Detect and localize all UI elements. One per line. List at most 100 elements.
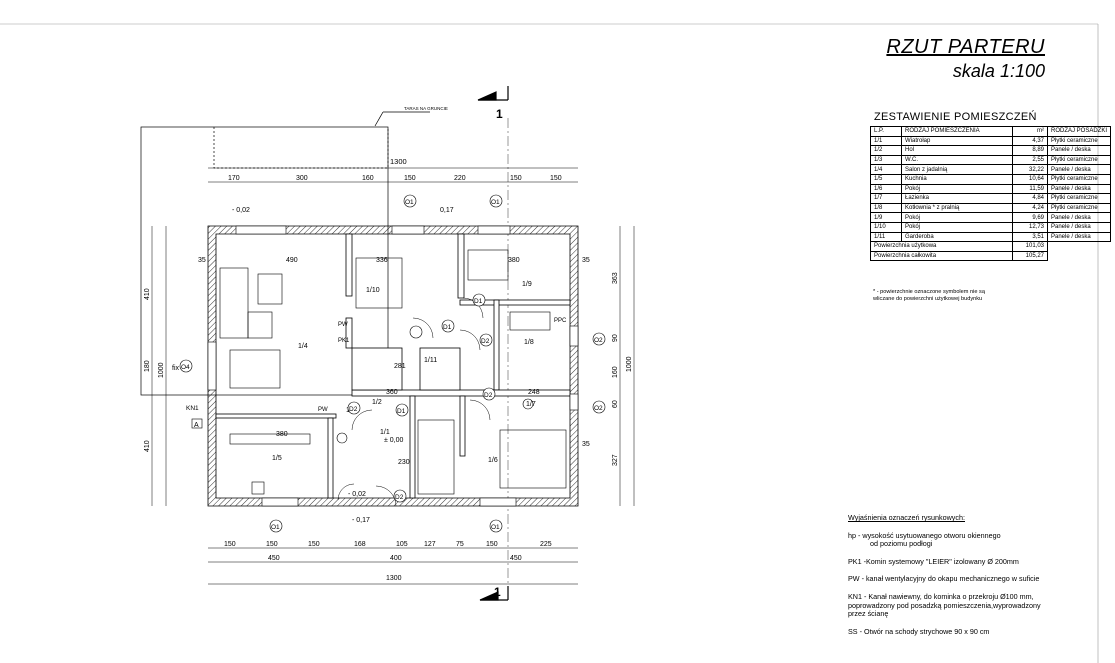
sofa: [219, 267, 249, 339]
tag-d1-a-text: D1: [474, 298, 483, 305]
rooms-table-heading: ZESTAWIENIE POMIESZCZEŃ: [874, 111, 1037, 123]
table-cell: Panele / deska: [1046, 145, 1112, 156]
table-cell: Garderoba: [901, 231, 1013, 243]
dim-left-3: 410: [144, 440, 151, 452]
table-cell: 1/6: [870, 183, 902, 195]
level-3: ± 0,00: [384, 437, 404, 444]
col-header: RODZAJ POMIESZCZENIA: [901, 126, 1013, 137]
table-cell: 1/2: [870, 145, 902, 156]
table-cell: Płytki ceramiczne: [1046, 154, 1112, 166]
door-tag-d2-a: [479, 333, 493, 347]
dim-top-3: 160: [362, 175, 374, 182]
section-marker-bottom: [479, 586, 509, 601]
table-cell: Płytki ceramiczne: [1046, 173, 1112, 185]
dim-bot-5: 105: [396, 541, 408, 548]
legend-pw: PW - kanał wentylacyjny do okapu mechani…: [848, 574, 1040, 584]
table-cell: 1/9: [870, 212, 902, 223]
window-tag-o1-d: [489, 519, 503, 533]
dim-left-total: 1000: [158, 362, 165, 378]
dimension-lines: [151, 167, 635, 585]
cooktop: [251, 481, 265, 495]
table-cell: 32,22: [1012, 164, 1048, 175]
table-cell: Powierzchnia użytkowa: [870, 241, 1013, 252]
table-cell: Pokój: [901, 183, 1013, 195]
dim-bot-total: 1300: [386, 575, 402, 582]
tag-o1-d-text: O1: [491, 524, 500, 531]
dim-bot-9: 225: [540, 541, 552, 548]
legend-kn1-line: poprowadzony pod posadzką pomieszczenia,…: [848, 600, 1041, 610]
pw-label-2: PW: [318, 407, 328, 413]
tag-o2-b-text: O2: [594, 405, 603, 412]
legend: Wyjaśnienia oznaczeń rysunkowych: hp - w…: [848, 513, 1098, 645]
table-cell: Wiatrołap: [901, 135, 1013, 147]
dim-bot-1: 150: [224, 541, 236, 548]
legend-hp-line: od poziomu podłogi: [870, 539, 933, 549]
table-cell: 3,51: [1012, 231, 1048, 243]
dim-int-360: 360: [386, 389, 398, 396]
room-1-2: 1/2: [372, 399, 382, 406]
dim-top-4: 150: [404, 175, 416, 182]
table-cell: 1/5: [870, 173, 902, 185]
table-cell: Salon z jadalnią: [901, 164, 1013, 175]
window-tag-o2-b: [592, 400, 606, 414]
interior-walls: [215, 233, 571, 499]
room-1-1: 1/1: [380, 429, 390, 436]
tag-d1-b-text: D1: [443, 324, 452, 331]
dim-int-230: 230: [398, 459, 410, 466]
tag-o1-a-text: O1: [405, 199, 414, 206]
rooms-footnote-line: * - powierzchnie oznaczone symbolem nie …: [873, 289, 985, 295]
dim-bot-mid-1: 450: [268, 555, 280, 562]
table-cell: Panele / deska: [1046, 183, 1112, 195]
table-cell: 1/11: [870, 231, 902, 243]
dim-top-total: 1300: [390, 157, 407, 166]
dim-bot-4: 168: [354, 541, 366, 548]
level-2: 0,17: [440, 207, 454, 214]
rooms-table: L.P. RODZAJ POMIESZCZENIA m² RODZAJ POSA…: [870, 126, 1112, 262]
dim-right-total: 1000: [626, 356, 633, 372]
tag-d2-a-text: D2: [481, 338, 490, 345]
section-marker-top: [477, 86, 509, 101]
rooms-footnote: * - powierzchnie oznaczone symbolem nie …: [873, 289, 985, 302]
door-tag-d2-b: [347, 401, 361, 415]
table-cell: 8,89: [1012, 145, 1048, 156]
window-tag-o4: [179, 359, 193, 373]
tag-d2-d-text: D2: [395, 494, 404, 501]
table-cell: 10,64: [1012, 173, 1048, 185]
dim-bot-3: 150: [308, 541, 320, 548]
window-tag-o1-a: [403, 194, 417, 208]
dim-int-35-a: 35: [198, 257, 206, 264]
table-cell: Płytki ceramiczne: [1046, 202, 1112, 214]
dim-int-380: 380: [276, 431, 288, 438]
rooms-footnote-line: wliczane do powierzchni użytkowej budynk…: [873, 295, 983, 302]
legend-ss: SS - Otwór na schody strychowe 90 x 90 c…: [848, 626, 990, 636]
tag-o1-b-text: O1: [491, 199, 500, 206]
window-tag-o1-c: [269, 519, 283, 533]
kn1-label: KN1: [186, 405, 199, 412]
table-cell: 4,24: [1012, 202, 1048, 214]
table-cell: 2,55: [1012, 154, 1048, 166]
dim-left-1: 410: [144, 288, 151, 300]
tag-d2-c-text: D2: [484, 392, 493, 399]
table-cell: Panele / deska: [1046, 164, 1112, 175]
furniture: [219, 249, 567, 495]
fix-label: fix: [172, 365, 180, 372]
dining-table: [229, 349, 281, 389]
bed-2: [355, 257, 403, 309]
table-cell: Panele / deska: [1046, 231, 1112, 243]
col-header: m²: [1012, 126, 1048, 137]
rooms-table-header-row: L.P. RODZAJ POMIESZCZENIA m² RODZAJ POSA…: [870, 126, 1112, 137]
exterior-walls: [207, 225, 579, 507]
kitchen-counter: [229, 433, 311, 445]
bath-fixtures: [509, 311, 551, 331]
room-1-5: 1/5: [272, 455, 282, 462]
door-tag-d1-c: [395, 403, 409, 417]
section-label-top: 1: [496, 107, 503, 121]
dim-int-248: 248: [528, 389, 540, 396]
legend-kn1: KN1 - Kanał nawiewny, do kominka o przek…: [848, 592, 1098, 619]
tag-d1-c-text: D1: [397, 408, 406, 415]
